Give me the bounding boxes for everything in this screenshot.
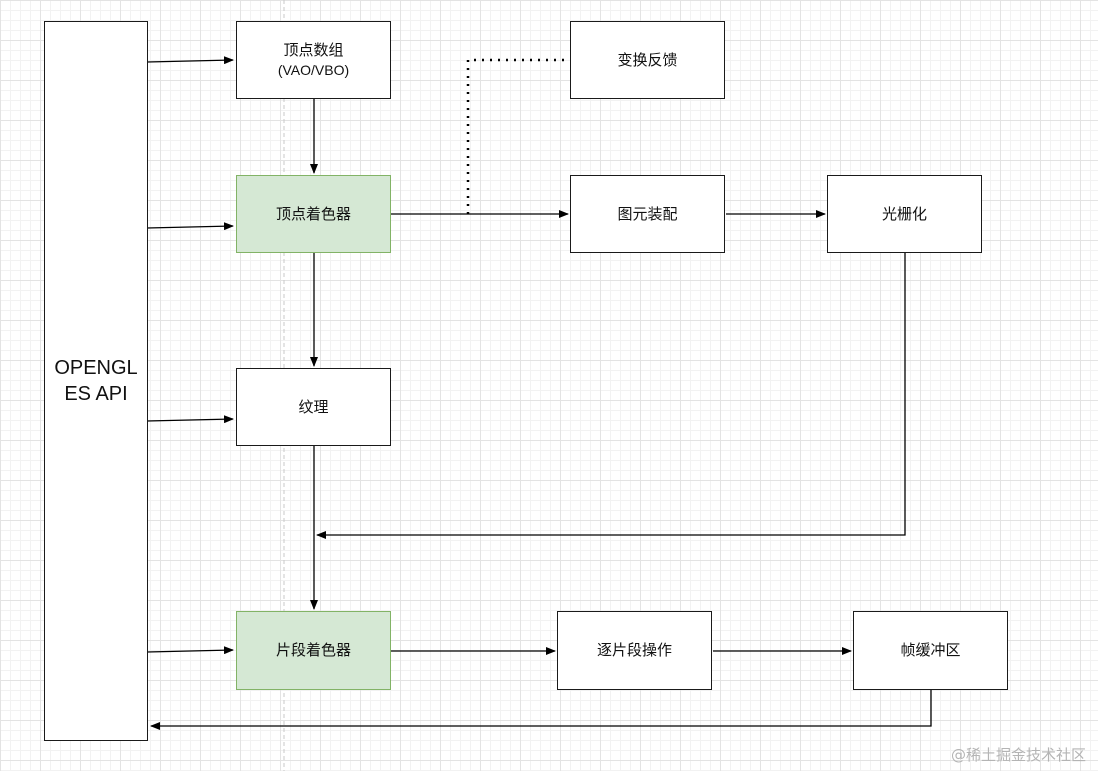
opengl-es-api-box: OPENGL ES API — [44, 21, 148, 741]
api-label-line1: OPENGL — [54, 357, 138, 379]
per-fragment-ops-label: 逐片段操作 — [596, 641, 672, 660]
vertex-array-sublabel: (VAO/VBO) — [277, 61, 350, 78]
rasterization-node: 光栅化 — [827, 175, 982, 253]
edge-api-to-vertex-shader — [146, 222, 234, 231]
api-label-line2: ES API — [64, 383, 128, 405]
framebuffer-node: 帧缓冲区 — [853, 611, 1008, 690]
edge-rasterization-to-fragment-path — [316, 253, 906, 539]
transform-feedback-label: 变换反馈 — [617, 50, 678, 69]
texture-label: 纹理 — [298, 397, 329, 416]
transform-feedback-node: 变换反馈 — [570, 21, 725, 99]
vertex-shader-node: 顶点着色器 — [236, 175, 391, 253]
per-fragment-ops-node: 逐片段操作 — [557, 611, 712, 690]
vertex-array-label: 顶点数组 — [283, 41, 344, 60]
texture-node: 纹理 — [236, 368, 391, 446]
rasterization-label: 光栅化 — [881, 204, 927, 223]
primitive-assembly-node: 图元装配 — [570, 175, 725, 253]
edge-api-to-texture — [146, 415, 234, 424]
framebuffer-label: 帧缓冲区 — [900, 641, 961, 660]
edge-api-to-vertex-array — [146, 56, 234, 65]
edge-framebuffer-to-api — [150, 690, 932, 730]
fragment-shader-node: 片段着色器 — [236, 611, 391, 690]
fragment-shader-label: 片段着色器 — [275, 641, 351, 660]
edge-vertex-shader-to-transform-feedback — [466, 58, 569, 214]
edge-api-to-fragment-shader — [146, 646, 234, 655]
watermark: @稀土掘金技术社区 — [950, 746, 1086, 764]
vertex-array-node: 顶点数组 (VAO/VBO) — [236, 21, 391, 99]
primitive-assembly-label: 图元装配 — [617, 204, 678, 223]
vertex-shader-label: 顶点着色器 — [275, 204, 351, 223]
